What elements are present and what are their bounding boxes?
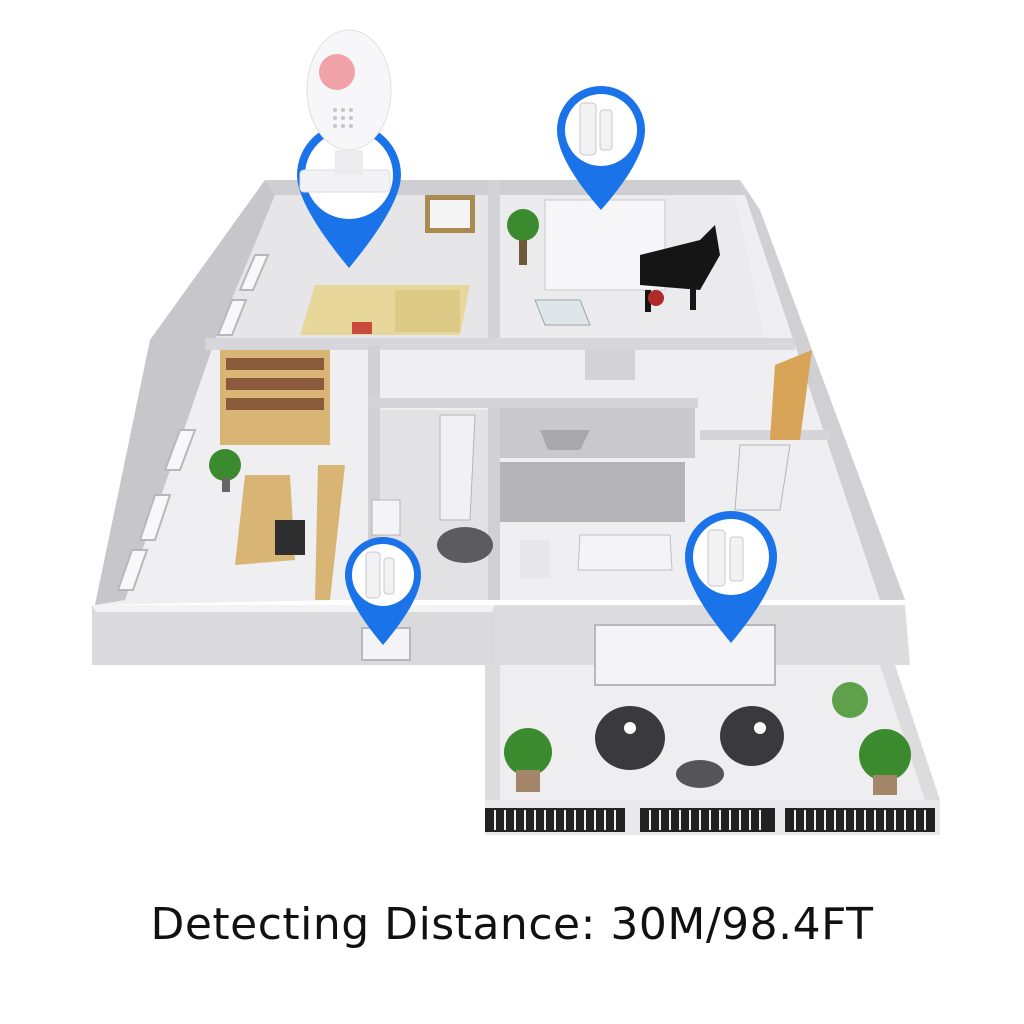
alarm-speaker-body — [306, 29, 392, 151]
balcony-railing — [485, 800, 940, 835]
detecting-distance-caption: Detecting Distance: 30M/98.4FT — [150, 899, 874, 950]
kitchen — [500, 408, 695, 578]
hallway — [585, 350, 812, 511]
alarm-speaker-pin-icon — [297, 29, 401, 268]
bedroom — [300, 195, 475, 335]
study — [209, 350, 345, 600]
dining-table — [577, 534, 673, 571]
house-structure — [92, 180, 940, 835]
floor-plan-illustration — [92, 29, 940, 835]
music-room — [507, 199, 720, 326]
pouf-right — [720, 706, 784, 766]
grand-piano-icon — [640, 225, 720, 290]
balcony-floor — [485, 665, 935, 800]
pouf-left — [595, 706, 665, 770]
bathroom — [371, 410, 493, 600]
door-sensor-pin-icon — [345, 537, 421, 645]
balcony-furniture — [504, 682, 911, 795]
door-sensor-pin-icon — [684, 510, 777, 643]
windows — [116, 254, 776, 686]
door-sensor-pin-icon — [557, 86, 645, 210]
